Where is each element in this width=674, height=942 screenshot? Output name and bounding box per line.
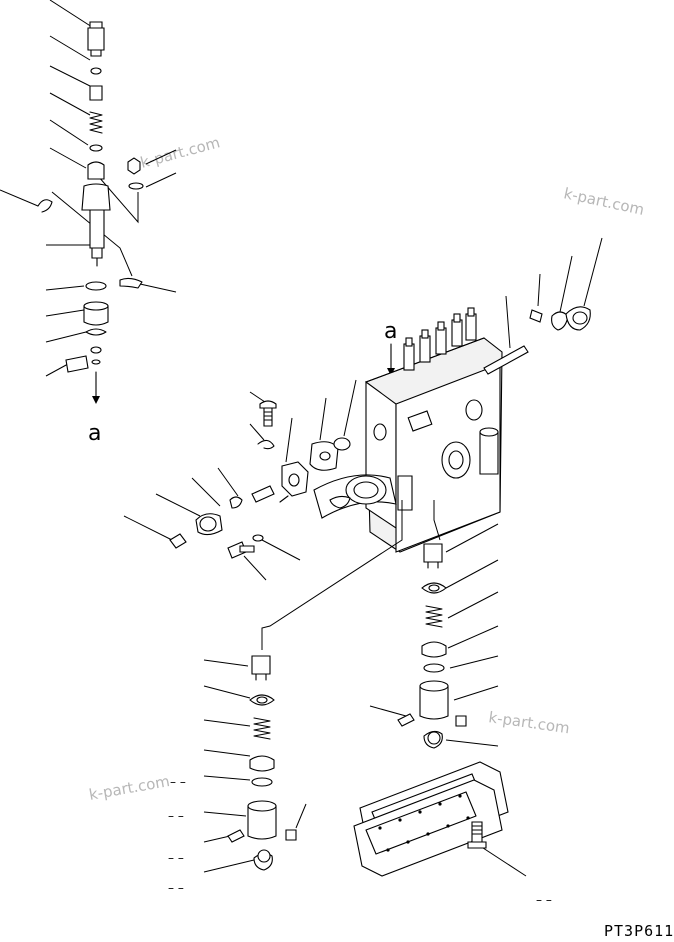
part-no-blank-1: – – <box>170 775 186 789</box>
figure-code: PT3P611 <box>604 922 674 940</box>
part-no-blank-2: – – <box>168 809 184 823</box>
part-no-blank-3: – – <box>168 851 184 865</box>
watermark-3: k-part.com <box>487 708 570 737</box>
watermark-4: k-part.com <box>88 772 172 804</box>
part-no-blank-4: – – <box>168 881 184 895</box>
injection-pump-body: a <box>309 295 529 553</box>
stop-lever-assembly <box>123 391 403 650</box>
camshaft-end-parts <box>529 237 603 331</box>
view-marker-a-top: a <box>384 319 397 344</box>
view-marker-a-left: a <box>88 421 101 446</box>
tappet-stack-left: – – – – – – – – <box>168 655 307 895</box>
part-no-blank-5: – – <box>536 893 552 907</box>
watermark-2: k-part.com <box>562 184 646 219</box>
watermark-1: k-part.com <box>138 133 222 172</box>
tappet-stack-right: – – <box>353 523 552 907</box>
delivery-valve-stack: a <box>0 0 177 446</box>
